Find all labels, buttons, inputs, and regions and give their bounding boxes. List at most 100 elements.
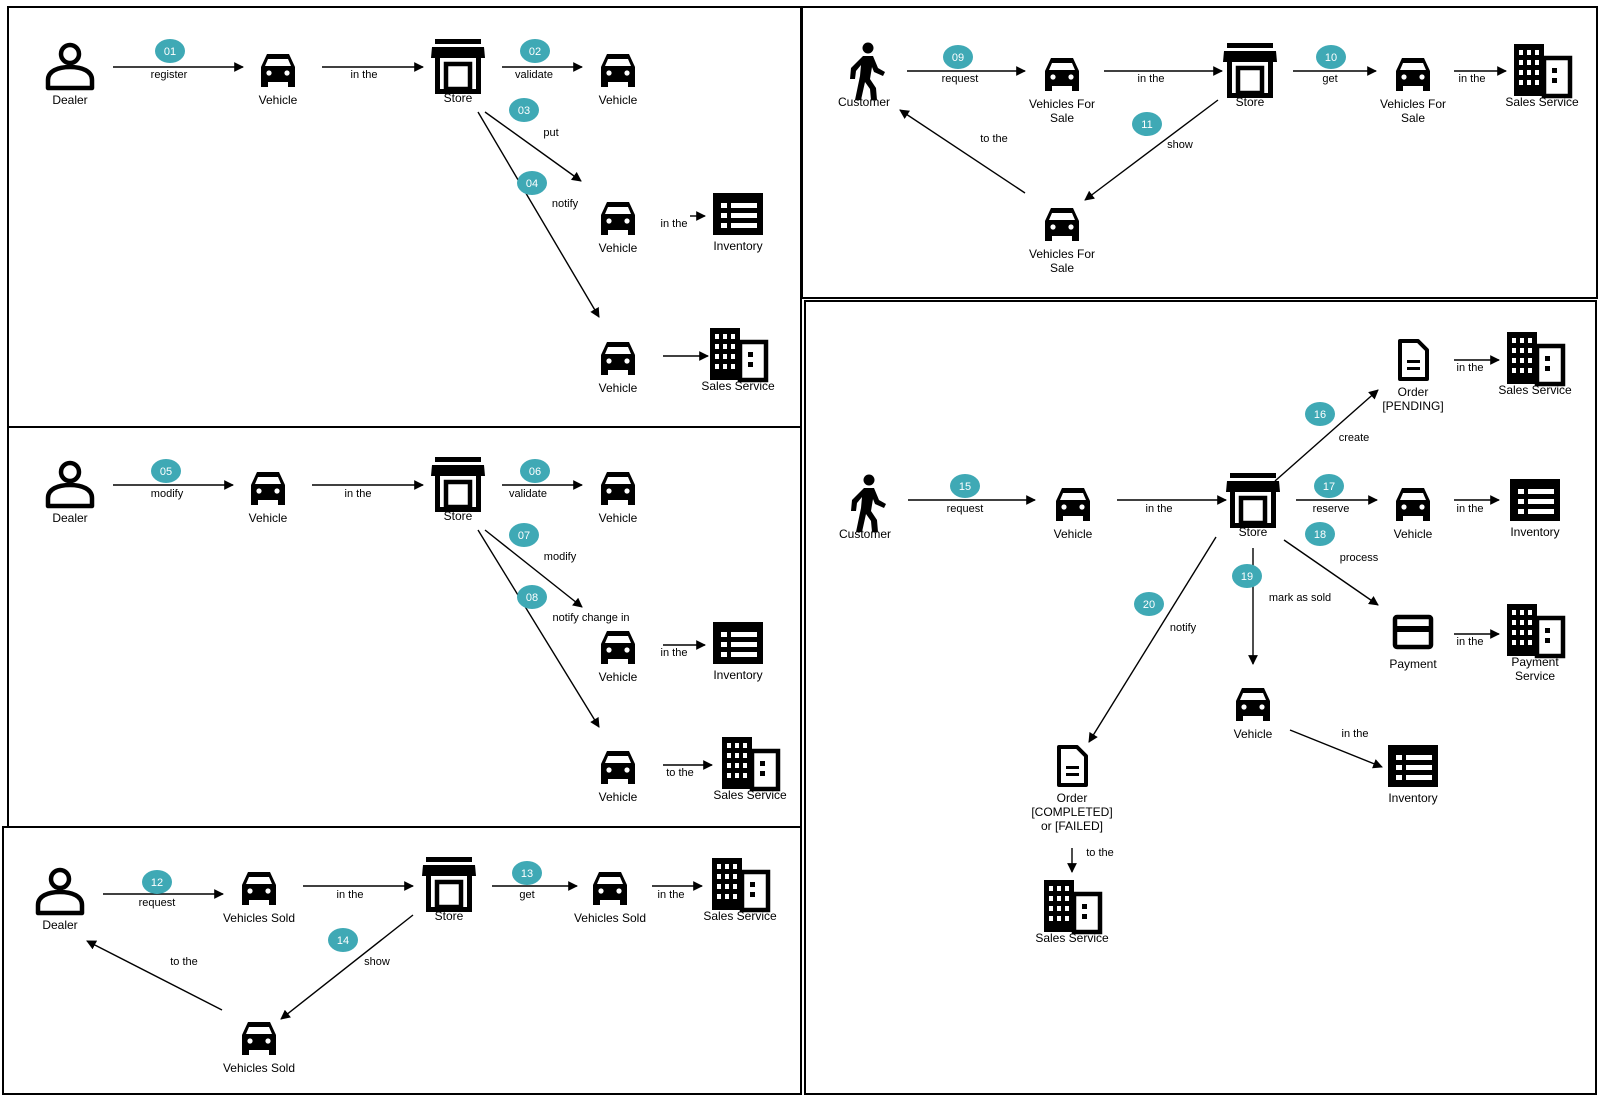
node-n14: Inventory xyxy=(713,622,763,682)
edge-e3: validate xyxy=(502,62,583,81)
node-n29: Customer xyxy=(839,474,891,541)
edge-e4: put xyxy=(484,111,582,182)
node-label: Inventory xyxy=(1510,525,1559,539)
edge-e11: modify xyxy=(484,529,583,608)
edge-arrow xyxy=(1283,539,1379,606)
node-label: Order[PENDING] xyxy=(1382,385,1443,413)
node-label: Sales Service xyxy=(701,379,775,393)
panel-p5 xyxy=(804,300,1597,1095)
node-n16: Sales Service xyxy=(713,737,787,802)
edge-label: modify xyxy=(151,488,184,500)
node-label: Customer xyxy=(839,527,891,541)
car-icon xyxy=(1056,488,1090,521)
document-icon xyxy=(1398,339,1429,381)
edge-e1: register xyxy=(113,62,244,81)
edge-label: notify xyxy=(552,198,579,210)
step-badge-number: 16 xyxy=(1314,409,1326,421)
store-icon xyxy=(422,857,476,912)
edge-label: in the xyxy=(1459,73,1486,85)
step-badge: 05 xyxy=(151,459,181,483)
step-badge-number: 06 xyxy=(529,466,541,478)
node-n20: Vehicles Sold xyxy=(574,872,646,925)
person-icon xyxy=(45,42,95,91)
node-n17: Dealer xyxy=(35,867,85,932)
edge-label: in the xyxy=(337,889,364,901)
building-icon xyxy=(712,858,771,913)
step-badge: 02 xyxy=(520,39,550,63)
edge-arrow xyxy=(484,529,583,608)
step-badge-number: 01 xyxy=(164,46,176,58)
building-icon xyxy=(1507,332,1566,387)
edge-label: get xyxy=(519,889,534,901)
node-n6: Inventory xyxy=(713,193,763,253)
edge-e9: in the xyxy=(312,480,424,500)
step-badge: 14 xyxy=(328,928,358,952)
step-badge: 18 xyxy=(1305,522,1335,546)
node-n39: Inventory xyxy=(1388,745,1438,805)
node-n25: Store xyxy=(1223,43,1277,109)
edge-e23: get xyxy=(1293,66,1377,85)
node-n13: Vehicle xyxy=(599,631,638,684)
node-label: Vehicles Sold xyxy=(574,911,646,925)
step-badge-number: 17 xyxy=(1323,481,1335,493)
step-badge: 07 xyxy=(509,523,539,547)
node-n12: Vehicle xyxy=(599,472,638,525)
node-label: Sales Service xyxy=(1035,931,1109,945)
step-badge: 11 xyxy=(1132,112,1162,136)
edge-e31: reserve xyxy=(1296,495,1378,515)
step-badge-number: 13 xyxy=(521,868,533,880)
edge-e19: show xyxy=(280,914,414,1020)
edge-e17: get xyxy=(492,881,578,901)
edge-e34: in the xyxy=(1454,629,1500,648)
edge-label: in the xyxy=(661,647,688,659)
edge-arrow xyxy=(280,914,414,1020)
edge-e26: to the xyxy=(899,109,1026,194)
edge-e2: in the xyxy=(322,62,424,81)
edge-label: to the xyxy=(666,767,694,779)
table-icon xyxy=(1388,745,1438,787)
step-badge-number: 19 xyxy=(1241,571,1253,583)
store-icon xyxy=(431,39,485,94)
person-icon xyxy=(35,867,85,916)
node-label: Vehicle xyxy=(599,670,638,684)
node-n3: Store xyxy=(431,39,485,105)
car-icon xyxy=(601,54,635,87)
car-icon xyxy=(261,54,295,87)
step-badge-number: 15 xyxy=(959,481,971,493)
credit-card-icon xyxy=(1392,614,1434,650)
edge-label: process xyxy=(1340,552,1379,564)
node-n30: Vehicle xyxy=(1054,488,1093,541)
node-n2: Vehicle xyxy=(259,54,298,107)
node-label: Vehicle xyxy=(599,241,638,255)
car-icon xyxy=(1045,208,1079,241)
edge-label: notify change in xyxy=(552,612,629,624)
edge-e38: to the xyxy=(1067,847,1114,873)
edge-e30: in the xyxy=(1454,355,1500,374)
car-icon xyxy=(593,872,627,905)
node-label: Dealer xyxy=(42,918,77,932)
edge-e14: to the xyxy=(663,760,713,779)
edge-label: to the xyxy=(1086,847,1114,859)
step-badge: 19 xyxy=(1232,564,1262,588)
node-label: Store xyxy=(1239,525,1268,539)
step-badge-number: 04 xyxy=(526,178,538,190)
node-label: Store xyxy=(435,909,464,923)
edge-label: to the xyxy=(170,956,198,968)
step-badge-number: 12 xyxy=(151,877,163,889)
edge-label: request xyxy=(947,503,984,515)
node-label: Vehicle xyxy=(599,381,638,395)
node-n27: Sales Service xyxy=(1505,44,1579,109)
node-n8: Sales Service xyxy=(701,328,775,393)
node-n35: Inventory xyxy=(1510,479,1560,539)
step-badge-number: 03 xyxy=(518,105,530,117)
edge-label: in the xyxy=(1457,636,1484,648)
node-label: Sales Service xyxy=(1505,95,1579,109)
node-label: Dealer xyxy=(52,511,87,525)
node-n22: Vehicles Sold xyxy=(223,1022,295,1075)
edge-label: validate xyxy=(515,69,553,81)
edge-label: in the xyxy=(351,69,378,81)
